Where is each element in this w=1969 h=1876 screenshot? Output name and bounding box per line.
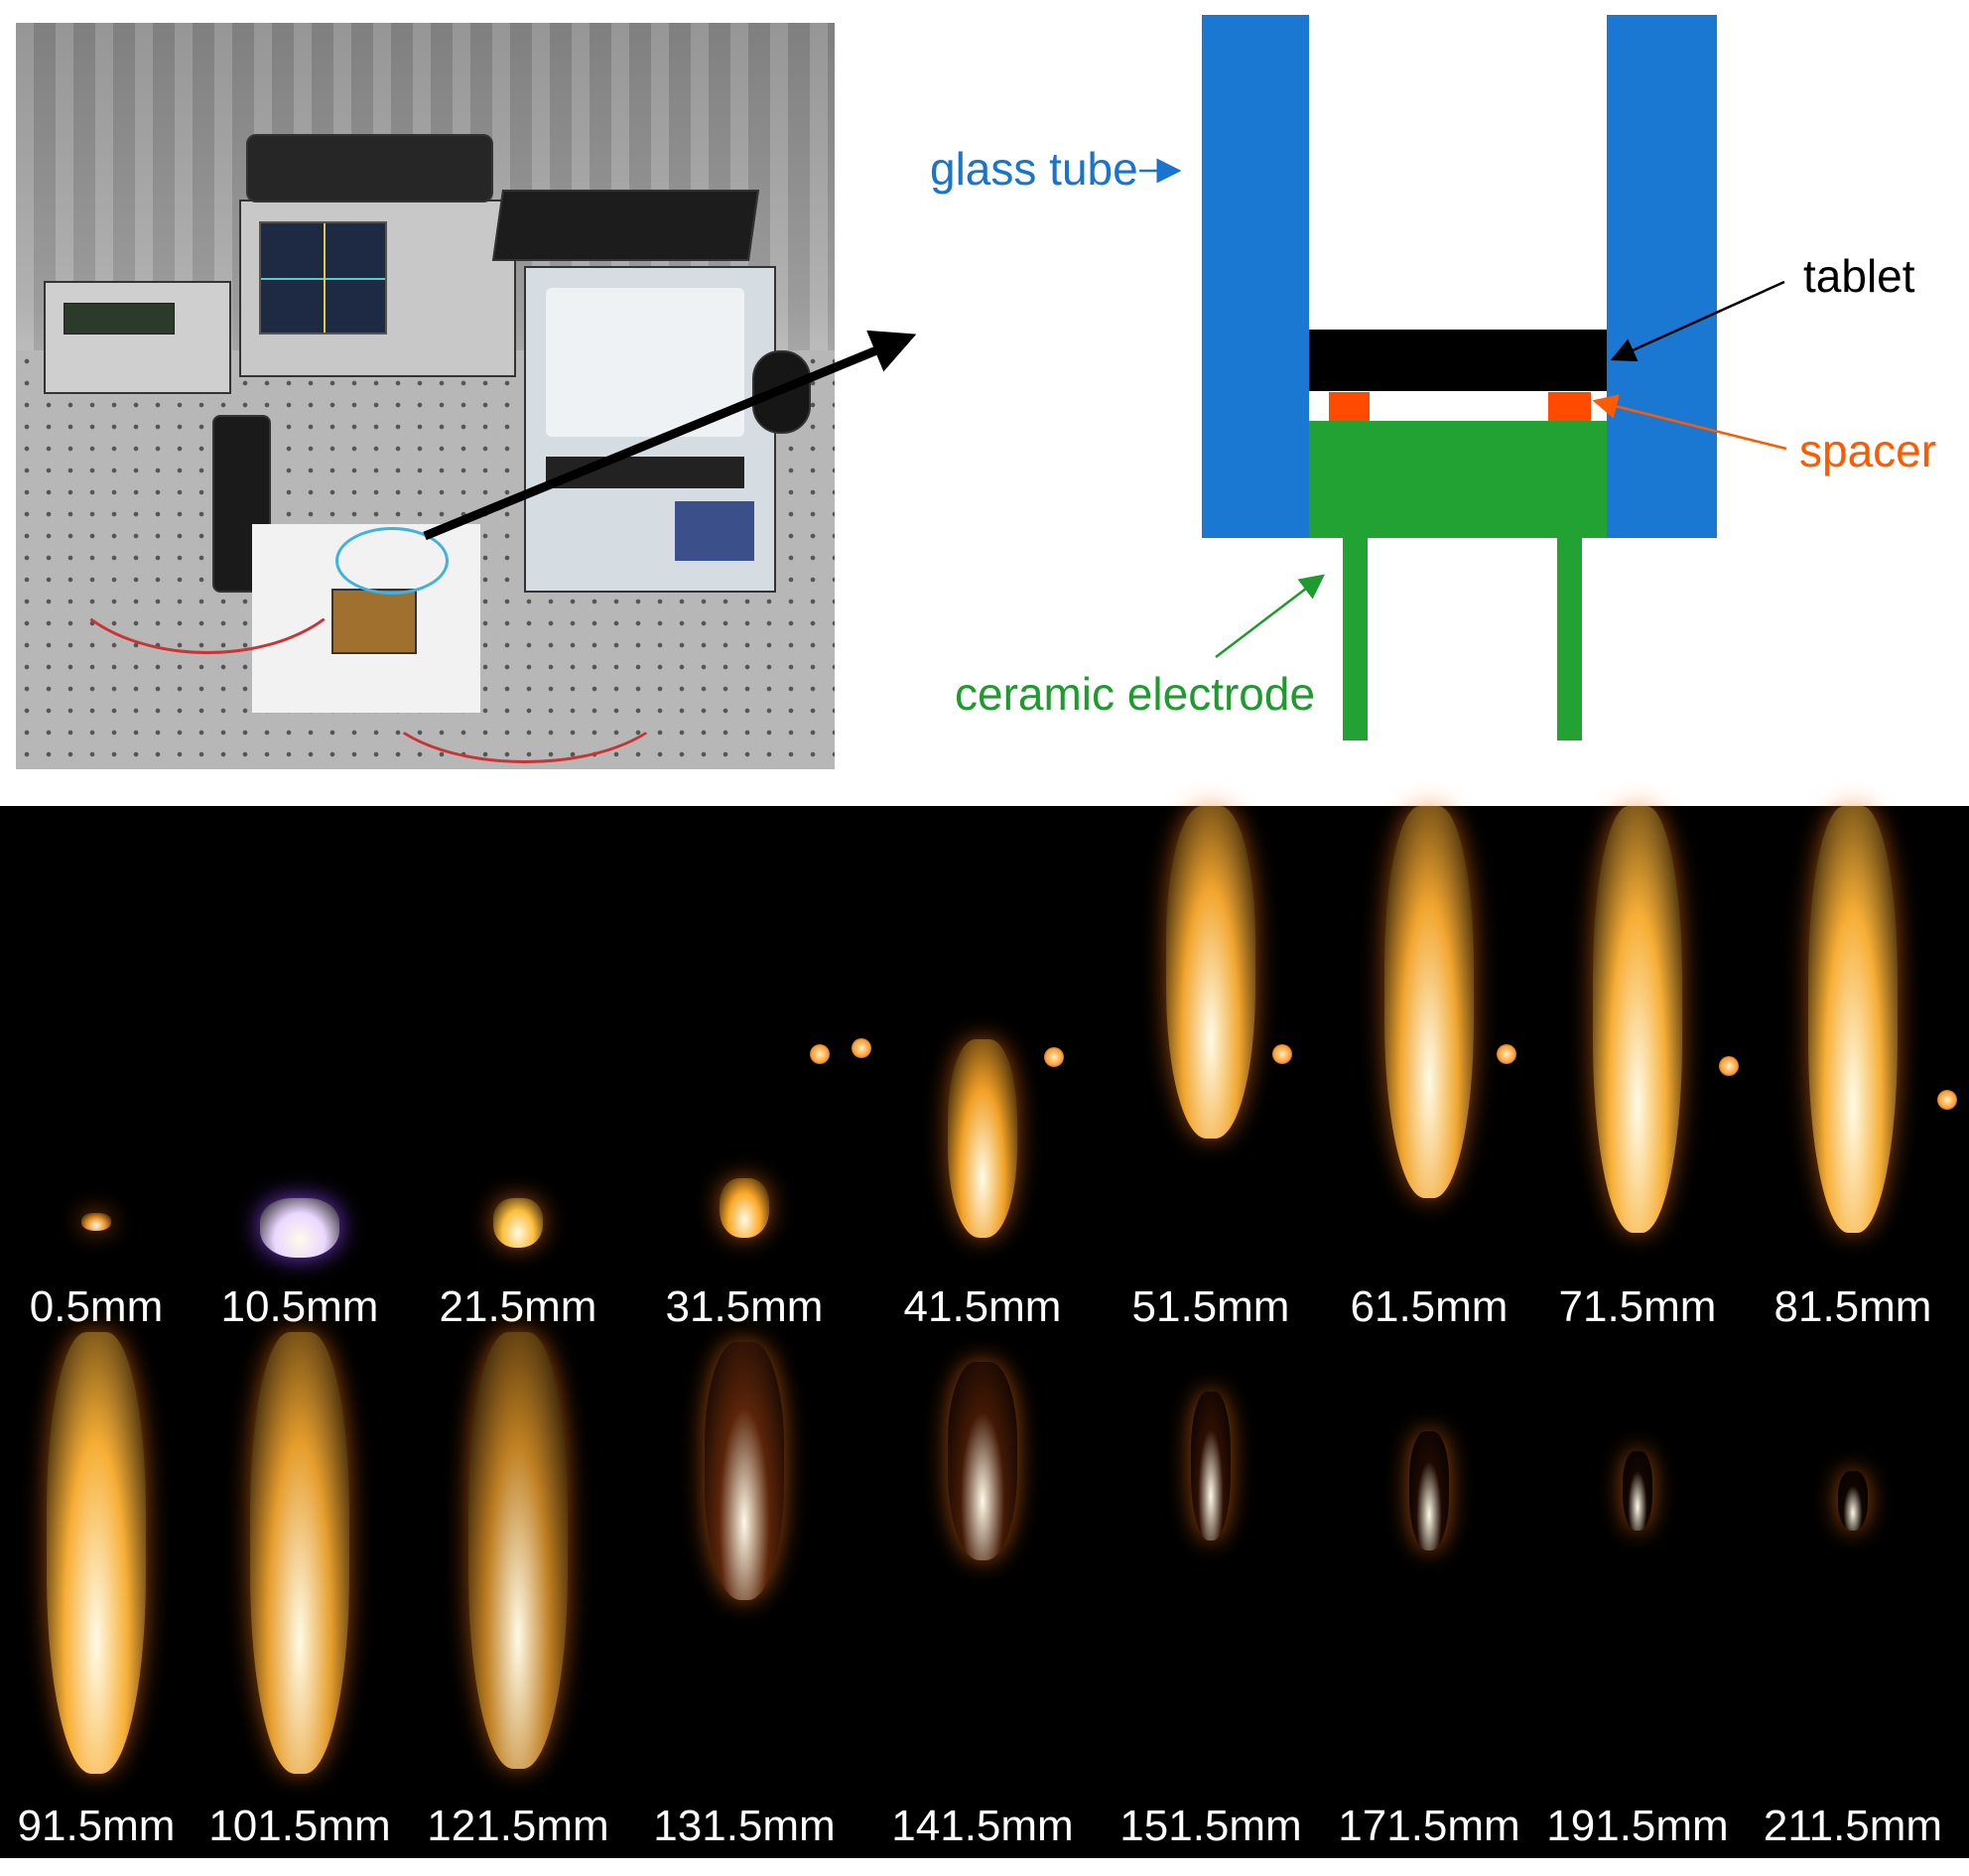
circuit-board — [331, 589, 417, 654]
discharge-plume — [1623, 1451, 1652, 1531]
distance-caption: 171.5mm — [1338, 1802, 1520, 1850]
spark-particle — [1272, 1044, 1292, 1064]
spark-particle — [810, 1044, 830, 1064]
distance-caption: 10.5mm — [220, 1282, 379, 1331]
spark-particle — [1044, 1047, 1064, 1067]
discharge-plume — [1384, 806, 1474, 1198]
distance-caption: 91.5mm — [17, 1802, 176, 1850]
distance-caption: 31.5mm — [665, 1282, 824, 1331]
ceramic-electrode-label: ceramic electrode — [955, 668, 1315, 720]
distance-caption: 71.5mm — [1558, 1282, 1717, 1331]
electrode-arrow — [1215, 574, 1325, 658]
schematic-diagram: glass tube tablet spacer ceramic electro… — [873, 0, 1969, 794]
distance-caption: 41.5mm — [903, 1282, 1062, 1331]
multimeter — [44, 281, 231, 394]
spark-particle — [1497, 1044, 1516, 1064]
discharge-plume — [948, 1362, 1017, 1560]
discharge-plume — [1166, 806, 1255, 1139]
oscilloscope-screen — [259, 221, 387, 335]
distance-caption: 101.5mm — [208, 1802, 391, 1850]
discharge-plume — [1808, 806, 1898, 1233]
discharge-plume — [468, 1332, 568, 1769]
distance-caption: 0.5mm — [29, 1282, 164, 1331]
glass-tube-left-wall — [1202, 15, 1309, 538]
spark-particle — [852, 1038, 871, 1058]
glass-tube-right-wall — [1607, 15, 1717, 538]
spark-particle — [1719, 1056, 1739, 1076]
spacer-label: spacer — [1799, 425, 1936, 476]
distance-caption: 131.5mm — [653, 1802, 836, 1850]
discharge-plume — [705, 1342, 784, 1600]
spark-particle — [1937, 1090, 1957, 1110]
discharge-plume — [1838, 1471, 1868, 1531]
discharge-plume — [47, 1332, 146, 1774]
distance-caption: 141.5mm — [891, 1802, 1074, 1850]
distance-caption: 191.5mm — [1546, 1802, 1729, 1850]
discharge-plume — [250, 1332, 349, 1774]
discharge-image-strip: 0.5mm 10.5mm 21.5mm 31.5mm 41.5mm 51.5mm 61.5m… — [0, 806, 1969, 1858]
spacer-right — [1548, 392, 1591, 421]
glass-tube-label: glass tube — [930, 143, 1138, 195]
distance-caption: 61.5mm — [1350, 1282, 1509, 1331]
oscilloscope — [239, 200, 516, 377]
discharge-plume — [81, 1213, 111, 1231]
discharge-plume — [1409, 1431, 1449, 1550]
discharge-plume — [948, 1039, 1017, 1238]
distance-caption: 81.5mm — [1773, 1282, 1932, 1331]
distance-caption: 21.5mm — [439, 1282, 597, 1331]
ceramic-electrode — [1309, 421, 1607, 538]
distance-caption: 151.5mm — [1119, 1802, 1302, 1850]
discharge-plume — [1191, 1392, 1231, 1541]
schematic-svg: glass tube tablet spacer ceramic electro… — [930, 15, 1936, 740]
spacer-left — [1329, 392, 1370, 421]
discharge-plume — [493, 1198, 543, 1248]
connector-arrow — [423, 330, 917, 541]
electrode-leg-left — [1343, 538, 1368, 740]
tablet-arrow — [1610, 280, 1785, 362]
highlight-circle — [335, 527, 449, 595]
discharge-plume — [1593, 806, 1682, 1233]
distance-caption: 51.5mm — [1131, 1282, 1290, 1331]
tablet — [1309, 330, 1607, 391]
discharge-plume — [720, 1178, 769, 1238]
tablet-label: tablet — [1803, 250, 1915, 302]
spacer-arrow — [1592, 394, 1787, 451]
electrode-leg-right — [1557, 538, 1582, 740]
oscilloscope-case — [246, 134, 493, 202]
discharge-plume — [260, 1198, 339, 1258]
distance-caption: 121.5mm — [427, 1802, 609, 1850]
distance-caption: 211.5mm — [1763, 1802, 1943, 1850]
